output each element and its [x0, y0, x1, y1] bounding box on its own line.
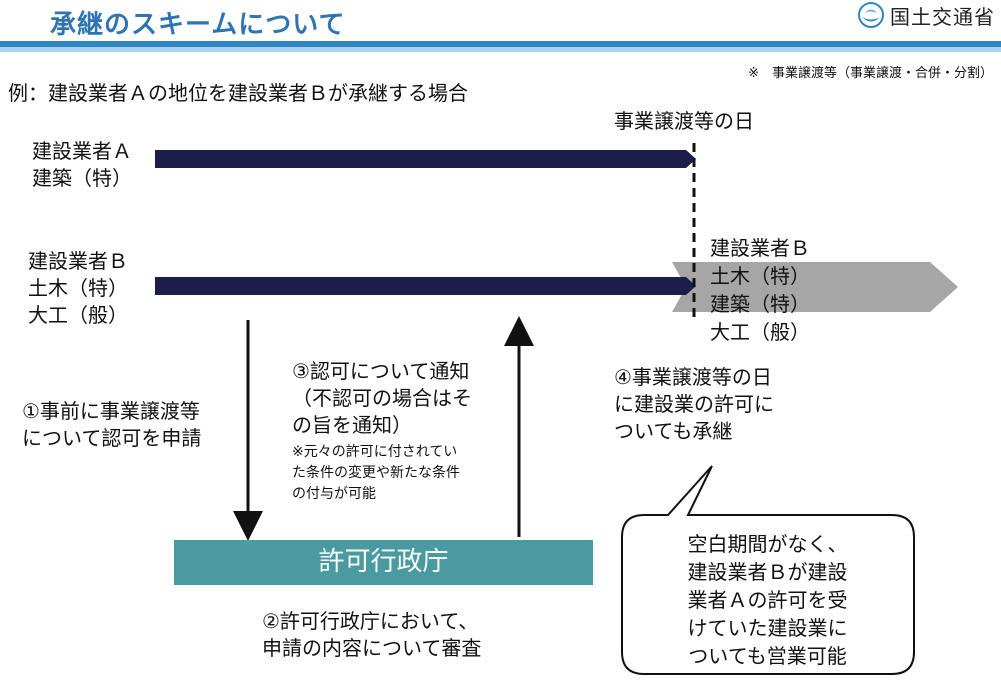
example-heading: 例：建設業者Ａの地位を建設業者Ｂが承継する場合	[8, 81, 468, 105]
step4-text: ④事業譲渡等の日 に建設業の許可に ついても承継	[614, 364, 774, 445]
step4-line-1: ④事業譲渡等の日	[614, 365, 772, 389]
ministry-logo: 国土交通省	[858, 0, 995, 30]
page-title: 承継のスキームについて	[50, 10, 346, 40]
company-a-name: 建設業者Ａ	[32, 139, 132, 163]
bubble-text: 空白期間がなく、 建設業者Ｂが建設 業者Ａの許可を受 けていた建設業に ついても…	[640, 530, 895, 670]
company-b-license-1: 土木（特）	[28, 276, 128, 300]
company-a-label: 建設業者Ａ 建築（特）	[32, 138, 132, 192]
licensing-agency-box: 許可行政庁	[174, 540, 593, 585]
step1-line-2: について認可を申請	[22, 426, 202, 450]
header-band	[0, 41, 1001, 47]
bubble-line-5: ついても営業可能	[688, 644, 847, 668]
bubble-line-1: 空白期間がなく、	[687, 532, 848, 556]
step3-note-line-1: ※元々の許可に付されてい	[292, 444, 458, 460]
company-a-license: 建築（特）	[32, 166, 132, 190]
step3-text: ③認可について通知 （不認可の場合はそ の旨を通知）	[292, 358, 472, 439]
step3-note-line-2: た条件の変更や新たな条件	[292, 465, 460, 481]
mlit-emblem-icon	[858, 2, 884, 28]
step3-line-1: ③認可について通知	[292, 359, 470, 383]
step1-line-1: ①事前に事業譲渡等	[22, 399, 200, 423]
step3-note-line-3: の付与が可能	[292, 486, 376, 502]
company-b-license-2: 大工（般）	[28, 303, 128, 327]
company-b-after-license-1: 土木（特）	[710, 264, 810, 288]
step3-line-2: （不認可の場合はそ	[292, 386, 472, 410]
step2-text: ②許可行政庁において、 申請の内容について審査	[262, 608, 481, 662]
company-b-timeline	[155, 277, 696, 295]
step4-line-3: ついても承継	[614, 419, 733, 443]
company-b-after-name: 建設業者Ｂ	[710, 236, 810, 260]
company-b-after-license-2: 建築（特）	[710, 292, 810, 316]
step3-note: ※元々の許可に付されてい た条件の変更や新たな条件 の付与が可能	[292, 442, 460, 505]
step3-line-3: の旨を通知）	[292, 413, 412, 437]
company-a-timeline	[155, 150, 696, 168]
company-b-name: 建設業者Ｂ	[28, 249, 128, 273]
bubble-line-2: 建設業者Ｂが建設	[687, 560, 848, 584]
footnote-definition: ※ 事業譲渡等（事業譲渡・合併・分割）	[748, 66, 993, 81]
inheritance-arrow	[672, 262, 958, 312]
header-band-light	[0, 47, 1001, 52]
step2-line-2: 申請の内容について審査	[262, 636, 482, 660]
company-b-after-license-3: 大工（般）	[710, 320, 810, 344]
company-b-label: 建設業者Ｂ 土木（特） 大工（般）	[28, 248, 128, 329]
bubble-line-4: けていた建設業に	[687, 616, 848, 640]
transfer-date-label: 事業譲渡等の日	[614, 109, 754, 133]
step1-text: ①事前に事業譲渡等 について認可を申請	[22, 398, 201, 452]
bubble-line-3: 業者Ａの許可を受	[687, 588, 848, 612]
ministry-name: 国土交通省	[890, 4, 995, 29]
company-b-after-label: 建設業者Ｂ 土木（特） 建築（特） 大工（般）	[710, 234, 810, 346]
step4-line-2: に建設業の許可に	[614, 392, 774, 416]
step2-line-1: ②許可行政庁において、	[262, 609, 479, 633]
speech-bubble	[621, 465, 915, 675]
